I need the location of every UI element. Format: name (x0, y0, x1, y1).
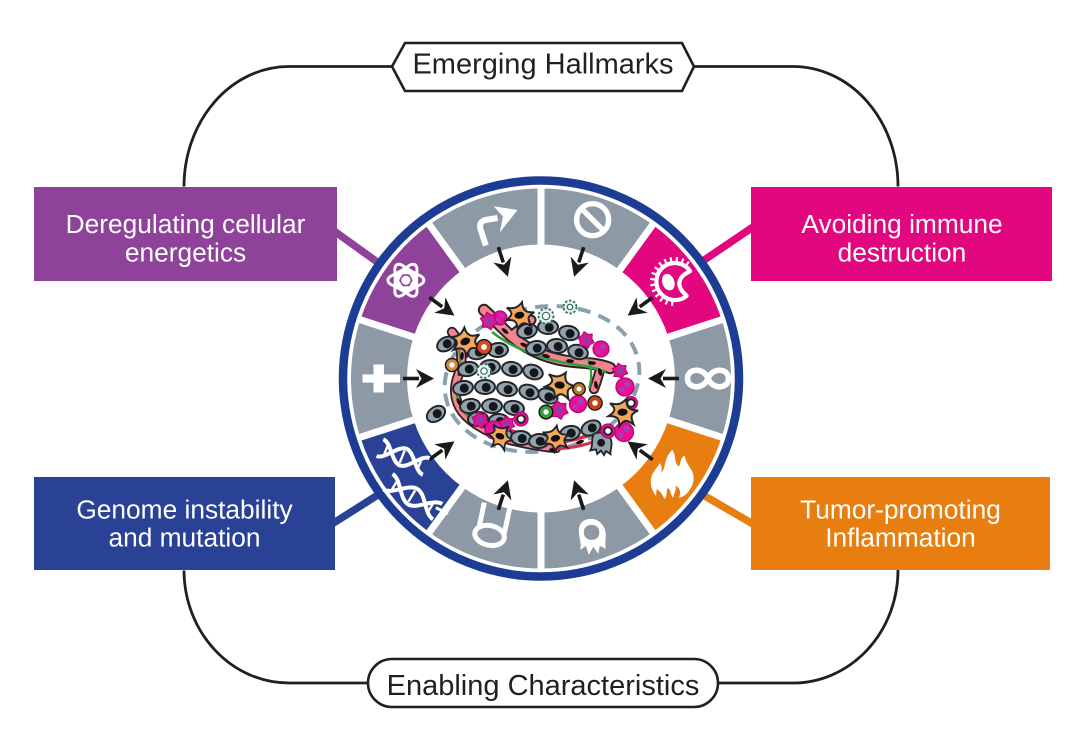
svg-text:energetics: energetics (125, 238, 246, 268)
svg-text:Enabling Characteristics: Enabling Characteristics (387, 670, 700, 702)
svg-text:Deregulating cellular: Deregulating cellular (66, 209, 306, 239)
svg-text:Avoiding immune: Avoiding immune (801, 209, 1002, 239)
svg-text:and mutation: and mutation (108, 523, 260, 553)
svg-text:destruction: destruction (838, 238, 967, 268)
svg-text:Tumor-promoting: Tumor-promoting (800, 495, 1001, 525)
svg-text:Genome instability: Genome instability (76, 495, 293, 525)
svg-text:Inflammation: Inflammation (825, 523, 976, 553)
svg-text:Emerging Hallmarks: Emerging Hallmarks (412, 49, 673, 81)
